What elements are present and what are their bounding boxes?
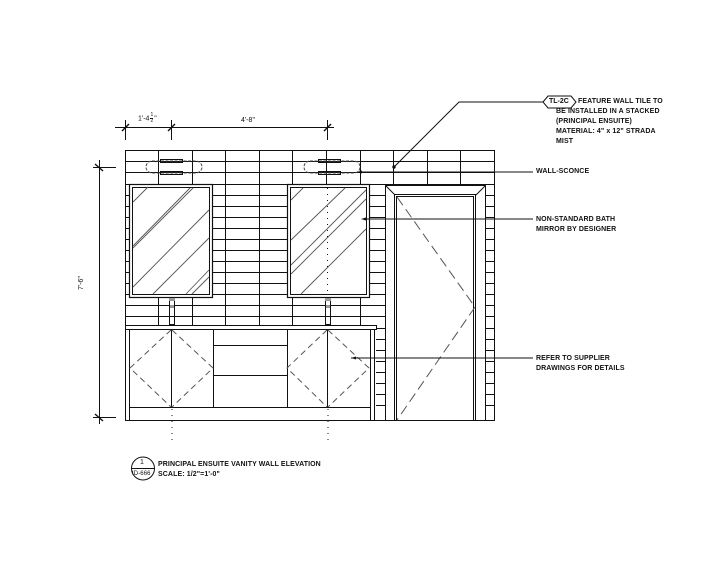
tile-note-line-3: (PRINCIPAL ENSUITE) xyxy=(556,118,632,125)
faucet-left xyxy=(169,298,175,325)
mirror-right xyxy=(286,183,371,299)
dimension-height xyxy=(93,160,116,424)
tile-note-line-5: MIST xyxy=(556,138,574,145)
tile-note-line-4: MATERIAL: 4" x 12" STRADA xyxy=(556,128,656,135)
detail-bubble xyxy=(131,456,155,481)
mirror-note-line-1: NON-STANDARD BATH xyxy=(536,216,616,223)
tile-vertical-joints xyxy=(158,150,461,326)
tile-tag-label: TL-2C xyxy=(549,98,569,105)
vanity-cabinet xyxy=(125,325,377,421)
tile-note-line-2: BE INSTALLED IN A STACKED xyxy=(556,108,660,115)
leader-tile xyxy=(392,101,543,169)
door xyxy=(385,185,486,421)
tile-tag-hexagon xyxy=(542,95,577,109)
drawing-title: PRINCIPAL ENSUITE VANITY WALL ELEVATION xyxy=(158,461,321,468)
wall-sconce-right xyxy=(303,159,361,175)
dimension-height-label: 7'-6" xyxy=(78,276,85,290)
drawing-scale: SCALE: 1/2"=1'-0" xyxy=(158,471,220,478)
faucet-right xyxy=(325,298,331,325)
detail-number: 1 xyxy=(140,459,144,466)
supplier-note-line-1: REFER TO SUPPLIER xyxy=(536,355,610,362)
wall-sconce-left xyxy=(145,159,203,175)
sconce-note: WALL-SCONCE xyxy=(536,168,590,175)
mirror-note-line-2: MIRROR BY DESIGNER xyxy=(536,226,617,233)
tile-note-line-1: FEATURE WALL TILE TO xyxy=(578,98,663,105)
mirror-left xyxy=(128,183,214,299)
sheet-reference: ID-666 xyxy=(132,471,151,477)
dimension-top-right-label: 4'-8" xyxy=(241,117,255,124)
supplier-note-line-2: DRAWINGS FOR DETAILS xyxy=(536,365,625,372)
dimension-top xyxy=(115,120,334,140)
